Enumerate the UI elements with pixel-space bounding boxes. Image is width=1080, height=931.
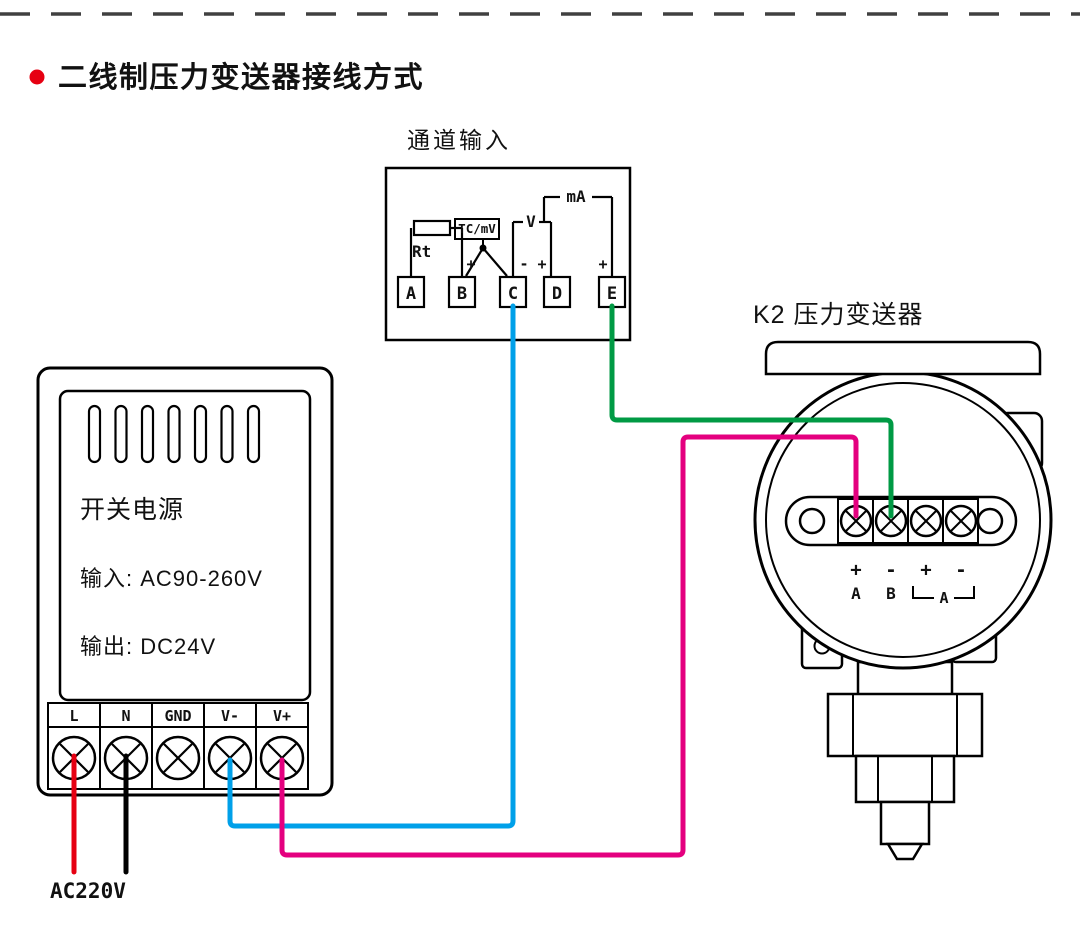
- section-title: 二线制压力变送器接线方式: [29, 60, 424, 94]
- channel-terminal-a: A: [396, 275, 426, 309]
- terminal-e-box: [597, 275, 627, 309]
- vent-slot: [220, 404, 234, 464]
- vent-slot: [193, 404, 208, 464]
- screw-1-slot-b: [844, 509, 868, 533]
- screw-2-slot-b: [879, 509, 903, 533]
- power-supply-output-spec: 输出: DC24V: [80, 634, 216, 659]
- vent-slot: [87, 404, 102, 464]
- channel-terminal-c: C: [498, 275, 528, 309]
- screw-terminal-1: [839, 504, 873, 538]
- power-supply-inner-panel: [58, 389, 312, 702]
- housing-inner-circle: [765, 382, 1041, 658]
- tc-mv-label: TC/mV: [458, 221, 496, 236]
- terminal-d-box: [542, 275, 572, 309]
- screw-terminal-3: [909, 504, 943, 538]
- power-terminal-labels: L N GND V- V+: [47, 702, 309, 728]
- vent-slot: [167, 404, 181, 464]
- channel-terminal-b: B: [447, 275, 477, 309]
- sign-b-plus: +: [466, 255, 475, 273]
- terminal-c-label: C: [508, 284, 518, 304]
- tc-mv-box: [454, 218, 500, 240]
- terminal-b-box: [447, 275, 477, 309]
- top-flange-cap: [764, 340, 1042, 376]
- pressure-transmitter: K2 压力变送器: [753, 301, 1053, 861]
- terminal-vminus-label: V-: [221, 707, 239, 725]
- vent-slot: [246, 404, 261, 464]
- tx-bracket-letter: A: [939, 589, 948, 607]
- tc-lead-to-b: [465, 247, 484, 277]
- rt-label: Rt: [412, 242, 431, 261]
- transmitter-probe-tip: [885, 842, 925, 861]
- magenta-wire-vplus-to-transmitter: [279, 434, 859, 858]
- green-wire-e-to-transmitter: [609, 303, 894, 519]
- channel-terminal-e: E: [597, 275, 627, 309]
- transmitter-thread-stub: [879, 800, 931, 846]
- terminal-a-box: [396, 275, 426, 309]
- transmitter-title: K2 压力变送器: [753, 301, 924, 329]
- tx-bracket-left: [912, 586, 934, 599]
- sign-e-plus: +: [598, 255, 607, 273]
- strip-end-hole-right: [976, 507, 1004, 535]
- rt-resistor-symbol: [412, 219, 452, 237]
- tx-sign-1: +: [850, 559, 861, 581]
- terminal-vplus-label: V+: [273, 707, 291, 725]
- sign-c-minus: -: [519, 255, 528, 273]
- power-terminal-screws: [47, 726, 309, 790]
- terminal-n-label: N: [121, 707, 130, 725]
- screw-4-slot-b: [949, 509, 973, 533]
- wiring: [71, 303, 894, 875]
- strip-end-hole-left: [798, 507, 826, 535]
- ma-label: mA: [566, 187, 586, 206]
- channel-input-box: [384, 166, 632, 342]
- terminal-l-label: L: [69, 707, 78, 725]
- tx-sign-3: +: [920, 559, 931, 581]
- terminal-b-label: B: [457, 284, 467, 304]
- tx-sign-2: -: [885, 559, 896, 581]
- page-title: 二线制压力变送器接线方式: [58, 60, 424, 94]
- power-supply-module: 开关电源 输入: AC90-260V 输出: DC24V L N GND V- …: [36, 366, 334, 797]
- v-label: V: [526, 212, 536, 231]
- screw-3-slot-b: [914, 509, 938, 533]
- transmitter-hex-nut: [854, 754, 956, 804]
- terminal-a-label: A: [406, 284, 416, 304]
- screw-terminal-2: [874, 504, 908, 538]
- vent-slot: [140, 404, 155, 464]
- terminal-gnd-label: GND: [164, 707, 191, 725]
- power-supply-name: 开关电源: [80, 496, 184, 524]
- terminal-e-label: E: [607, 284, 617, 304]
- terminal-d-label: D: [552, 284, 562, 304]
- tx-letter-b: B: [886, 584, 896, 603]
- vent-slot: [114, 404, 128, 464]
- blue-wire-c-to-vminus: [227, 303, 516, 829]
- transmitter-hex-flange: [826, 692, 984, 758]
- screw-gnd-slot-b: [163, 743, 193, 773]
- sign-d-plus: +: [537, 255, 546, 273]
- tx-sign-4: -: [955, 559, 966, 581]
- channel-terminal-d: D: [542, 275, 572, 309]
- screw-terminal-4: [944, 504, 978, 538]
- tx-bracket-right: [954, 586, 975, 599]
- ac220v-label: AC220V: [50, 879, 126, 903]
- channel-input-title: 通道输入: [407, 127, 511, 153]
- tx-letter-a: A: [851, 584, 861, 603]
- channel-input-module: 通道输入 Rt TC/mV V mA + - + +: [384, 127, 632, 342]
- power-supply-input-spec: 输入: AC90-260V: [80, 566, 263, 591]
- tc-lead-to-c: [482, 247, 508, 277]
- title-bullet-icon: [29, 69, 45, 85]
- vent-slots: [87, 404, 261, 464]
